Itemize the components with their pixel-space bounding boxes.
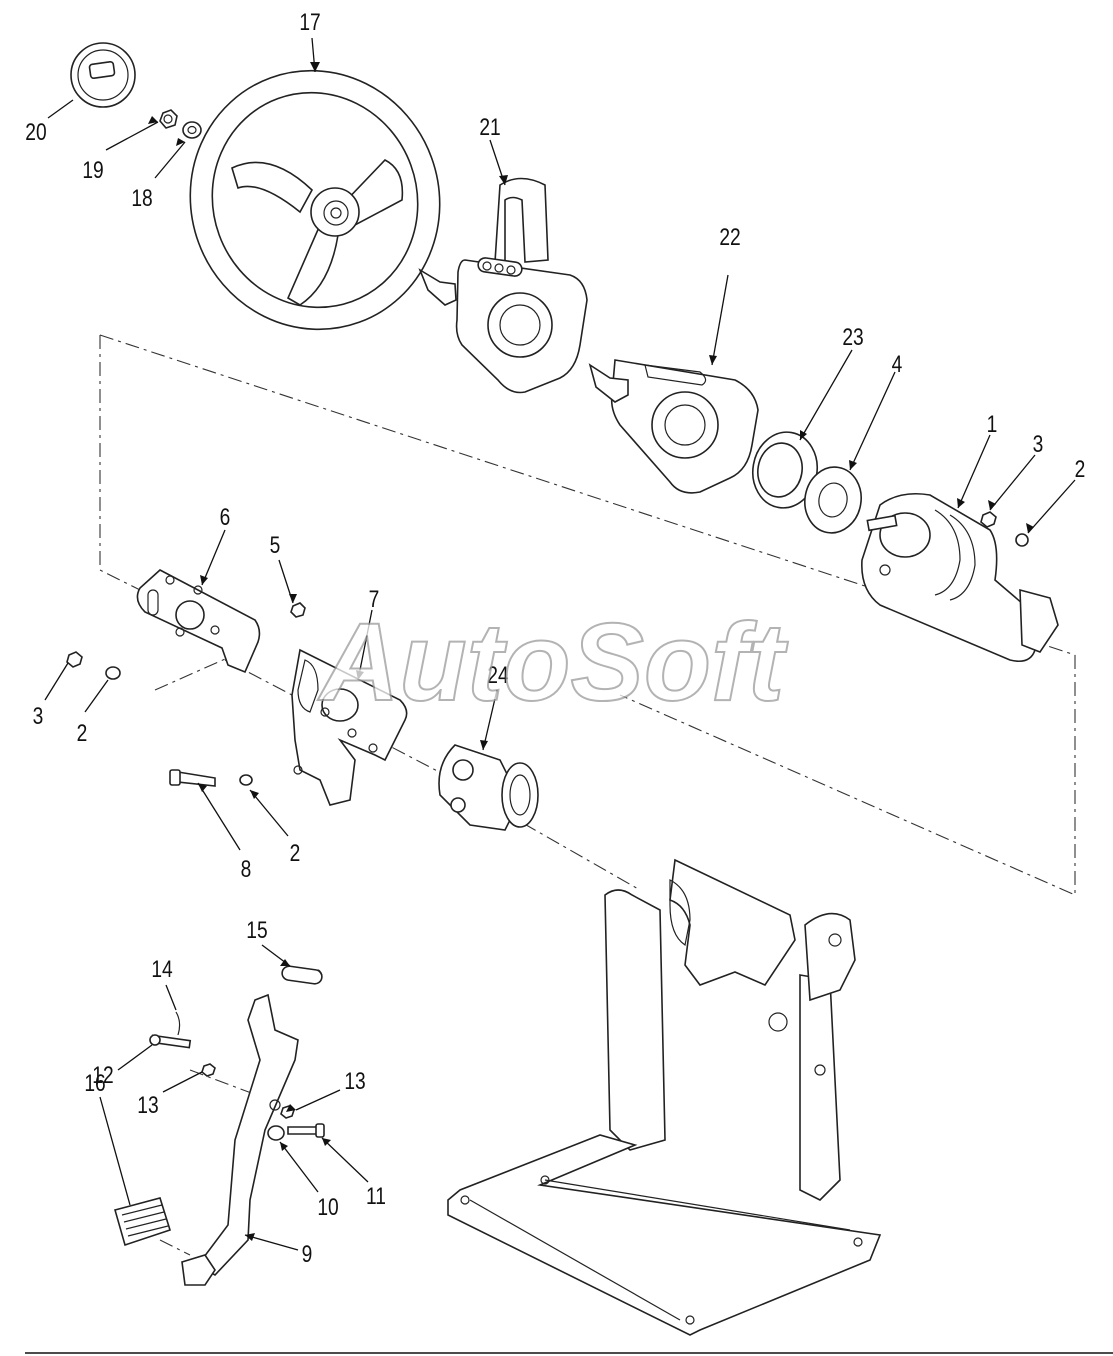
nut-left bbox=[66, 651, 83, 668]
callout-2-top: 2 bbox=[1075, 455, 1086, 483]
flat-ring bbox=[804, 466, 862, 534]
steering-column bbox=[861, 492, 1059, 663]
callout-14: 14 bbox=[151, 955, 172, 983]
callout-21: 21 bbox=[479, 113, 500, 141]
pedal-pad bbox=[114, 1197, 171, 1247]
callout-17: 17 bbox=[299, 8, 320, 36]
callout-16: 16 bbox=[84, 1069, 105, 1097]
washer-left bbox=[105, 666, 121, 680]
steering-washer bbox=[182, 121, 202, 139]
callout-labels: 17 20 19 18 21 22 23 4 1 3 2 6 5 7 24 3 … bbox=[25, 8, 1085, 1268]
callout-18: 18 bbox=[131, 184, 152, 212]
callout-9: 9 bbox=[302, 1240, 313, 1268]
callout-13-right: 13 bbox=[344, 1067, 365, 1095]
callout-8: 8 bbox=[241, 855, 252, 883]
nut-top-right bbox=[980, 511, 997, 528]
pedal-pin bbox=[149, 1034, 192, 1049]
leader-arrowheads bbox=[148, 62, 1034, 1241]
multifunction-switch bbox=[418, 177, 588, 394]
callout-10: 10 bbox=[317, 1193, 338, 1221]
callout-12: 12 bbox=[92, 1061, 113, 1089]
steering-nut bbox=[159, 109, 178, 129]
callout-5: 5 bbox=[270, 531, 281, 559]
callout-3-top: 3 bbox=[1033, 430, 1044, 458]
washer-lower bbox=[239, 774, 253, 786]
horn-button-cap bbox=[70, 42, 136, 108]
callout-24: 24 bbox=[487, 661, 508, 689]
callout-23: 23 bbox=[842, 323, 863, 351]
callout-22: 22 bbox=[719, 223, 740, 251]
cotter-pin bbox=[175, 1011, 181, 1036]
pedal-spacer bbox=[267, 1125, 285, 1141]
callout-2-lower: 2 bbox=[290, 839, 301, 867]
mounting-plate-lower bbox=[291, 648, 408, 806]
washer-top-right bbox=[1015, 533, 1029, 547]
brake-pedal-arm bbox=[181, 993, 299, 1286]
callout-4: 4 bbox=[892, 350, 903, 378]
callout-7: 7 bbox=[369, 585, 380, 613]
pedal-nut-left bbox=[201, 1063, 216, 1077]
callout-19: 19 bbox=[82, 156, 103, 184]
callout-1: 1 bbox=[987, 410, 998, 438]
pedal-bolt bbox=[287, 1123, 325, 1138]
callout-3-left: 3 bbox=[33, 702, 44, 730]
bolt-8 bbox=[169, 769, 216, 787]
watermark-text: AutoSoft bbox=[317, 601, 789, 724]
steering-wheel bbox=[189, 69, 441, 331]
pedal-frame-bracket bbox=[447, 858, 882, 1336]
mounting-plate-upper bbox=[136, 569, 261, 674]
callout-15: 15 bbox=[246, 916, 267, 944]
bolt-5 bbox=[290, 602, 306, 618]
steering-valve bbox=[438, 744, 539, 831]
return-spring bbox=[281, 965, 323, 985]
callout-6: 6 bbox=[220, 503, 231, 531]
callout-13-left: 13 bbox=[137, 1091, 158, 1119]
callout-2-left: 2 bbox=[77, 719, 88, 747]
switch-housing bbox=[588, 359, 759, 494]
callout-11: 11 bbox=[366, 1182, 386, 1210]
callout-20: 20 bbox=[25, 118, 46, 146]
